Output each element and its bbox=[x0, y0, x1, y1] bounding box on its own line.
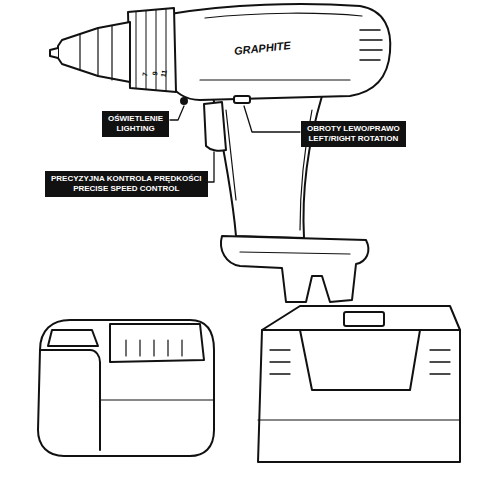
direction-switch bbox=[234, 96, 250, 103]
charger-line bbox=[258, 419, 460, 420]
clutch-ridges bbox=[136, 9, 166, 91]
clutch-ring bbox=[128, 8, 176, 92]
callout-text: PRECYZYJNA KONTROLA PRĘDKOŚCI bbox=[51, 174, 202, 184]
housing-line bbox=[200, 79, 350, 80]
callout-text: LIGHTING bbox=[108, 124, 163, 134]
handle bbox=[212, 92, 322, 238]
charger-vents bbox=[270, 350, 450, 374]
mount-line bbox=[240, 252, 350, 254]
chuck-jaws bbox=[50, 48, 58, 58]
callout-box: PRECYZYJNA KONTROLA PRĘDKOŚCIPRECISE SPE… bbox=[45, 171, 208, 197]
charger-edge bbox=[262, 329, 460, 331]
trigger bbox=[204, 102, 226, 151]
charger bbox=[258, 306, 460, 462]
charger-slot bbox=[300, 330, 420, 390]
leader-line bbox=[208, 152, 214, 182]
charger-button bbox=[344, 312, 384, 326]
battery-mount bbox=[221, 236, 368, 302]
callout-text: PRECISE SPEED CONTROL bbox=[51, 184, 202, 194]
callout-box: OŚWIETLENIELIGHTING bbox=[102, 111, 169, 137]
callout-text: LEFT/RIGHT ROTATION bbox=[307, 134, 400, 144]
battery-latch bbox=[48, 330, 98, 346]
housing-line bbox=[205, 13, 362, 18]
grip-line bbox=[226, 110, 236, 200]
callout-box: OBROTY LEWO/PRAWOLEFT/RIGHT ROTATION bbox=[301, 121, 406, 147]
vent-slots bbox=[360, 30, 382, 60]
clutch-number: 9 bbox=[151, 70, 159, 75]
leader-line bbox=[244, 106, 300, 132]
motor-housing bbox=[170, 4, 390, 100]
chuck bbox=[58, 22, 130, 82]
battery-rail bbox=[110, 324, 204, 362]
chuck-ridges bbox=[80, 26, 112, 80]
battery-pack bbox=[38, 320, 214, 456]
battery-line bbox=[100, 399, 214, 400]
led-light bbox=[181, 98, 187, 104]
battery-contacts bbox=[126, 340, 182, 356]
leader-line bbox=[170, 106, 184, 120]
battery-cover bbox=[40, 350, 100, 450]
clutch-number: 7 bbox=[141, 71, 149, 76]
callout-text: OBROTY LEWO/PRAWO bbox=[307, 124, 400, 134]
callout-text: OŚWIETLENIE bbox=[108, 114, 163, 124]
